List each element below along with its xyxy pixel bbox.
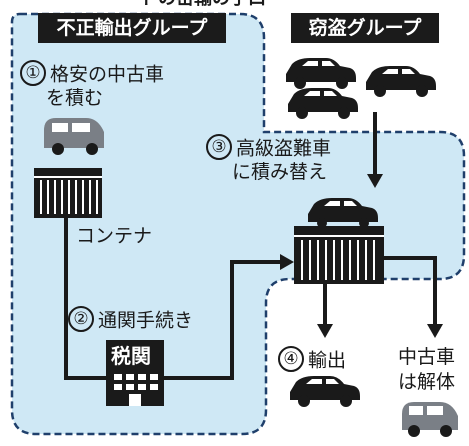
step3-line2-label: に積み替え <box>232 161 328 183</box>
customs-label: 税関 <box>111 344 151 368</box>
step1-line1: 格安の中古車 <box>50 63 165 86</box>
sedan-icon-stolen-3 <box>288 88 358 119</box>
arrow-container-to-customs <box>64 210 108 380</box>
container-label: コンテナ <box>76 225 153 247</box>
smuggling-region <box>10 12 466 436</box>
arrow-customs-to-loading <box>164 260 282 380</box>
arrowhead-export <box>317 324 333 338</box>
arrowhead-to-loading <box>280 254 294 270</box>
sedan-icon-loaded <box>308 198 378 228</box>
sedan-icon-stolen-1 <box>286 58 356 89</box>
flow-arrows <box>64 112 437 380</box>
arrowhead-theft <box>367 174 383 188</box>
step1-number: ① <box>20 60 46 86</box>
arrow-loading-to-disassembly <box>382 256 437 326</box>
van-icon-disassembly <box>402 402 458 437</box>
step4-number: ④ <box>278 346 304 372</box>
step2-number: ② <box>68 306 94 332</box>
step2-text: 通関手続き <box>98 309 194 332</box>
smuggling-group-header: 不正輸出グループ <box>38 13 226 43</box>
disassembly-line1: 中古車 <box>398 346 456 368</box>
customs-building <box>106 340 164 406</box>
theft-group-header: 窃盗グループ <box>291 13 439 43</box>
arrow-heads <box>280 174 443 338</box>
step4-text: 輸出 <box>308 349 347 372</box>
container-loading <box>294 226 384 284</box>
step3-line1: 高級盗難車 <box>236 137 332 160</box>
step3-number: ③ <box>206 134 232 160</box>
step1-line2-label: を積む <box>46 87 104 109</box>
title-fragment: ドの密輸の手口 <box>140 0 266 10</box>
van-icon-cheap-car <box>44 118 104 155</box>
arrowhead-disassembly <box>427 324 443 338</box>
container-left <box>34 168 102 218</box>
sedan-icon-stolen-2 <box>366 66 436 97</box>
sedan-icon-export <box>290 376 360 407</box>
disassembly-line2: は解体 <box>398 371 456 393</box>
